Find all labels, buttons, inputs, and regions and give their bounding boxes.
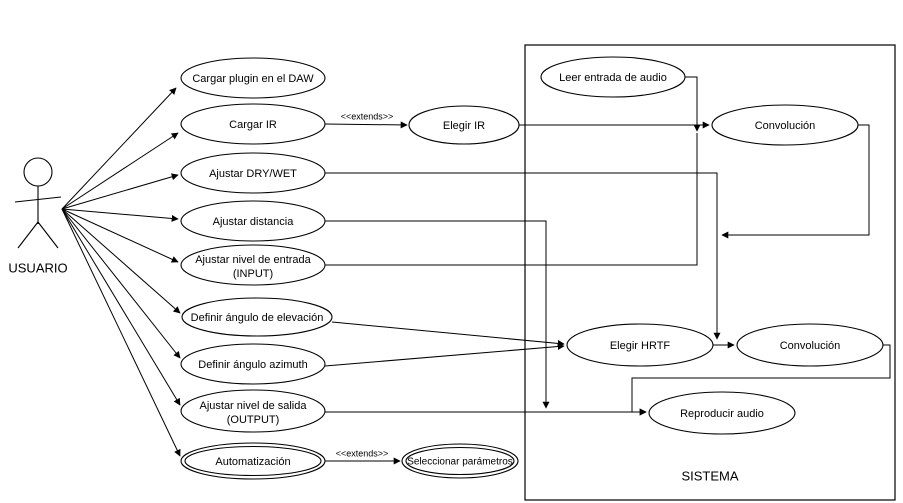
use-case-ellipse — [180, 103, 326, 145]
use-case-convolucion-hrtf[interactable]: Convolución — [736, 323, 884, 367]
assoc-usuario-ajustar-dry-wet — [61, 173, 179, 210]
use-case-ellipse — [180, 200, 326, 242]
assoc-elevacion-elegir-hrtf — [331, 321, 565, 347]
use-case-label: Convolución — [780, 340, 841, 352]
use-case-ellipse-inner — [184, 445, 322, 477]
use-case-cargar-plugin[interactable]: Cargar plugin en el DAW — [180, 57, 326, 99]
use-case-label-line1: Ajustar nivel de salida — [199, 400, 307, 412]
actor-usuario[interactable]: USUARIO — [8, 157, 68, 275]
use-case-ellipse — [648, 391, 796, 435]
assoc-usuario-ajustar-distancia — [61, 208, 179, 222]
use-case-elegir-ir[interactable]: Elegir IR — [408, 105, 520, 145]
assoc-cargar-ir-elegir-ir — [324, 121, 408, 129]
assoc-dry-wet-convolucion — [325, 172, 718, 262]
use-case-elegir-hrtf[interactable]: Elegir HRTF — [566, 323, 714, 367]
use-case-label: Cargar plugin en el DAW — [192, 73, 314, 85]
use-case-ellipse — [180, 244, 326, 286]
assoc-usuario-definir-elevacion — [61, 208, 181, 314]
use-case-label-line2: (OUTPUT) — [227, 414, 280, 426]
actor-leg-right-icon — [37, 221, 59, 249]
assoc-usuario-ajustar-nivel-salida — [61, 208, 181, 406]
use-case-ellipse — [180, 343, 326, 385]
use-case-seleccionar-parametros[interactable]: Seleccionar parámetros — [401, 443, 519, 479]
stereotype-extends-automatizacion: <<extends>> — [336, 448, 389, 458]
assoc-usuario-ajustar-nivel-entrada — [61, 208, 179, 263]
use-case-ajustar-dry-wet[interactable]: Ajustar DRY/WET — [180, 152, 326, 194]
assoc-usuario-cargar-ir — [61, 132, 179, 210]
use-case-label: Elegir IR — [443, 120, 485, 132]
use-case-label-line2: (INPUT) — [233, 268, 273, 280]
use-case-automatizacion[interactable]: Automatización — [180, 442, 326, 480]
use-case-ajustar-distancia[interactable]: Ajustar distancia — [180, 200, 326, 242]
actor-leg-left-icon — [17, 221, 39, 249]
actor-label: USUARIO — [8, 260, 67, 275]
use-case-ellipse — [180, 57, 326, 99]
use-case-definir-azimuth[interactable]: Definir ángulo azimuth — [180, 343, 326, 385]
actor-association-lines — [61, 87, 181, 457]
use-case-label: Elegir HRTF — [610, 340, 671, 352]
assoc-convolucion-hrtf-reproducir-audio — [631, 344, 891, 416]
use-case-reproducir-audio[interactable]: Reproducir audio — [648, 391, 796, 435]
use-case-label: Automatización — [215, 456, 290, 468]
use-case-label-line1: Ajustar nivel de entrada — [195, 254, 311, 266]
system-label: SISTEMA — [681, 468, 738, 483]
use-case-ellipse — [736, 323, 884, 367]
use-case-ellipse — [566, 323, 714, 367]
use-case-ellipse — [540, 56, 686, 98]
use-case-label: Ajustar distancia — [213, 216, 295, 228]
use-case-label: Leer entrada de audio — [559, 72, 667, 84]
use-case-ellipse — [711, 104, 859, 146]
use-case-ajustar-nivel-entrada[interactable]: Ajustar nivel de entrada (INPUT) — [180, 244, 326, 286]
assoc-usuario-automatizacion — [61, 208, 181, 457]
assoc-distancia-reproducir-audio — [325, 220, 550, 409]
system-boundary — [524, 44, 896, 501]
use-case-convolucion-ir[interactable]: Convolución — [711, 104, 859, 146]
assoc-usuario-cargar-plugin — [61, 87, 177, 210]
use-case-ellipse-inner — [405, 446, 515, 476]
use-case-definir-elevacion[interactable]: Definir ángulo de elevación — [181, 297, 333, 337]
use-case-label: Ajustar DRY/WET — [209, 168, 297, 180]
use-case-label: Cargar IR — [229, 119, 277, 131]
use-case-label: Reproducir audio — [680, 408, 764, 420]
assoc-convolucion-ir-to-hrtf-leg1 — [721, 124, 870, 239]
use-case-ellipse — [181, 297, 333, 337]
use-case-ellipse — [180, 389, 326, 433]
assoc-azimuth-elegir-hrtf — [324, 343, 565, 367]
use-case-label: Definir ángulo de elevación — [191, 312, 324, 324]
use-case-label: Seleccionar parámetros — [407, 457, 513, 468]
use-case-ellipse — [180, 152, 326, 194]
use-case-label: Definir ángulo azimuth — [198, 359, 307, 371]
assoc-leer-entrada-convolucion — [685, 76, 701, 132]
actor-head-icon — [23, 157, 53, 187]
assoc-input-convolucion — [325, 133, 698, 266]
use-case-label: Convolución — [755, 120, 816, 132]
use-case-ajustar-nivel-salida[interactable]: Ajustar nivel de salida (OUTPUT) — [180, 389, 326, 433]
use-case-leer-entrada-audio[interactable]: Leer entrada de audio — [540, 56, 686, 98]
assoc-usuario-definir-azimuth — [61, 208, 181, 359]
stereotype-extends-cargar-ir: <<extends>> — [341, 111, 394, 121]
actor-arms-icon — [14, 196, 62, 203]
use-case-ellipse — [408, 105, 520, 145]
use-case-cargar-ir[interactable]: Cargar IR — [180, 103, 326, 145]
